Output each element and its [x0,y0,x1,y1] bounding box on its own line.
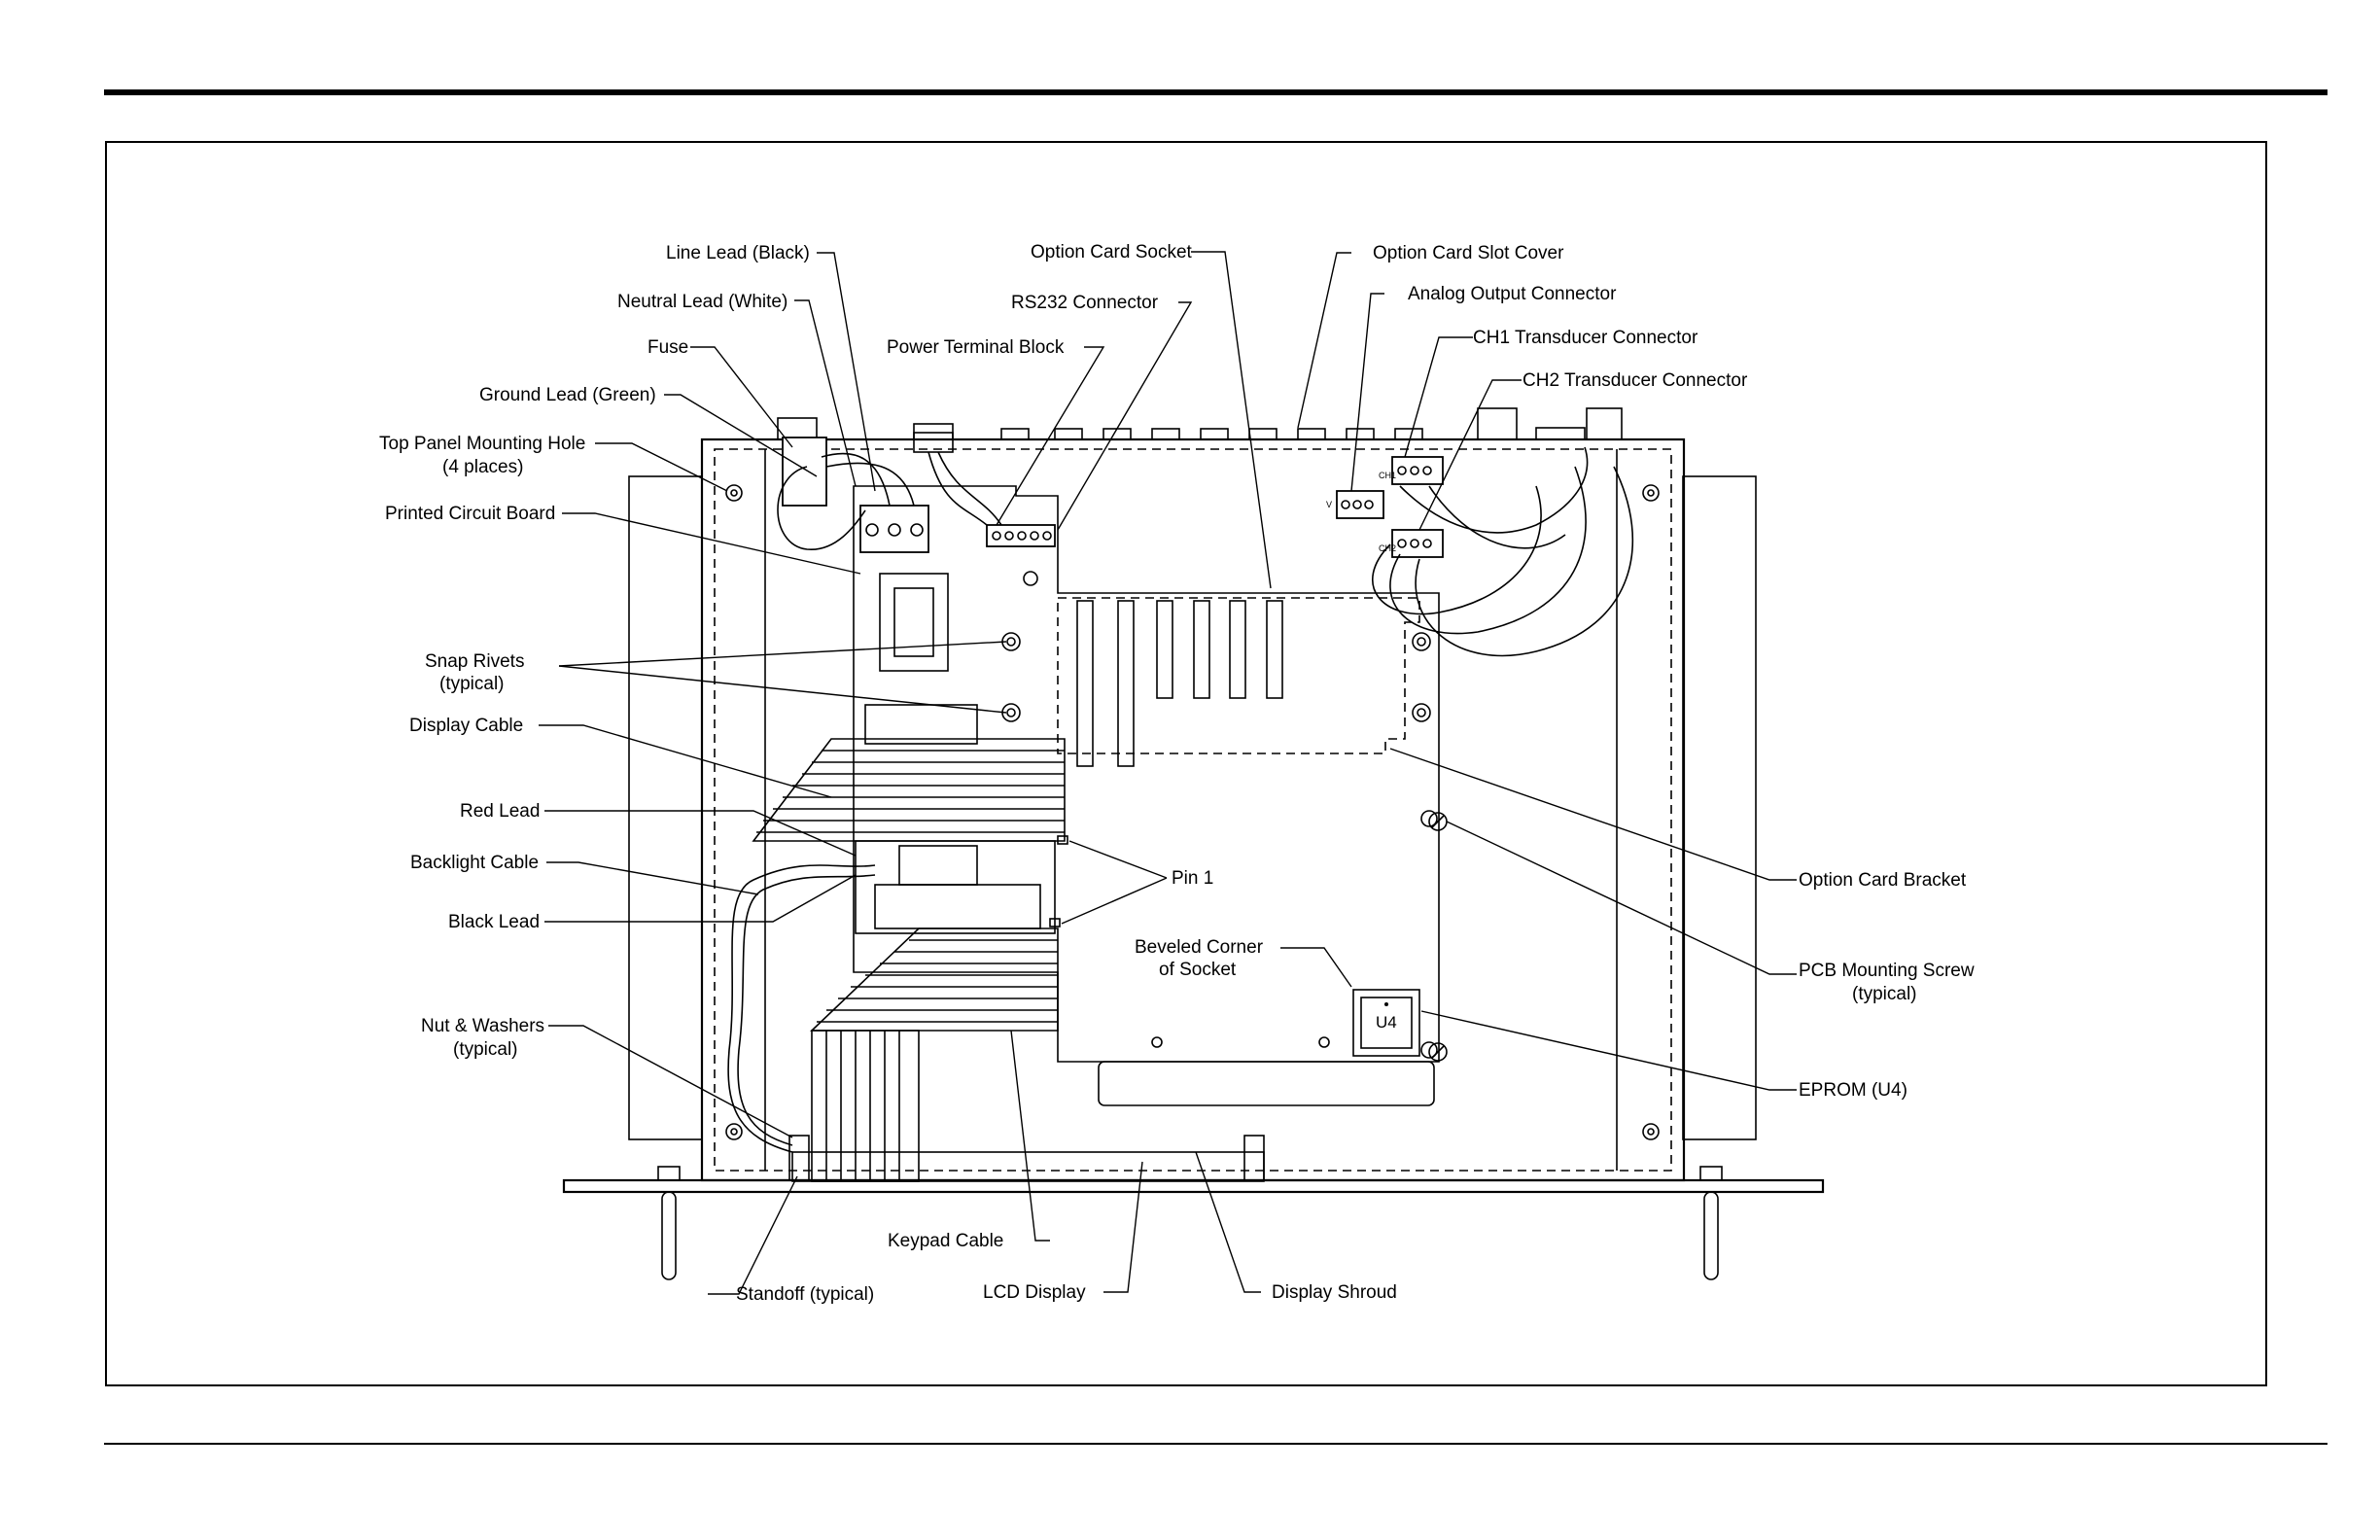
option-card-bracket [1057,597,1420,754]
label-standoff: Standoff (typical) [736,1284,874,1305]
right-side-bracket [1682,475,1757,1140]
ch1-transducer-connector [1391,456,1444,485]
ch2-transducer-connector [1391,529,1444,558]
header-rule [104,89,2328,95]
figure-frame [105,141,2267,1386]
label-eprom: EPROM (U4) [1799,1080,1908,1101]
u4-tag: U4 [1376,1013,1397,1032]
top-panel-mounting-holes [725,484,1660,1140]
label-pcb-mounting-screw: PCB Mounting Screw [1799,961,1975,981]
v-tag: V [1326,500,1332,509]
footer-rule [104,1443,2328,1445]
label-option-card-bracket: Option Card Bracket [1799,870,1967,891]
chassis [700,438,1686,1182]
label-nut-washers: Nut & Washers [421,1016,544,1036]
label-snap-rivets: Snap Rivets [425,651,524,672]
label-black-lead: Black Lead [448,912,540,932]
power-terminal-block [859,505,929,553]
ch1-tag: CH1 [1379,471,1396,480]
label-line-lead: Line Lead (Black) [666,243,810,263]
label-rs232: RS232 Connector [1011,293,1159,313]
label-red-lead: Red Lead [460,801,540,822]
label-backlight-cable: Backlight Cable [410,853,539,873]
label-fuse: Fuse [648,337,688,358]
label-nut-washers-typical: (typical) [453,1039,518,1060]
label-ch2-connector: CH2 Transducer Connector [1522,370,1748,391]
label-analog-output: Analog Output Connector [1408,284,1617,304]
leader-lines [539,251,1797,1295]
label-pcb-mounting-screw-typical: (typical) [1852,984,1917,1004]
label-pcb: Printed Circuit Board [385,504,555,524]
lcd-display [855,840,1056,934]
front-panel [562,1178,1825,1194]
label-beveled-corner-socket: of Socket [1159,960,1237,980]
printed-circuit-board [853,485,1440,1063]
label-pin-1: Pin 1 [1172,868,1213,889]
rear-connector-strip [777,407,1623,440]
option-card-sockets [1076,600,1283,767]
label-top-panel-hole: Top Panel Mounting Hole [379,434,585,454]
label-keypad-cable: Keypad Cable [888,1231,1003,1251]
label-ch1-connector: CH1 Transducer Connector [1473,328,1698,348]
label-snap-rivets-typical: (typical) [439,674,505,694]
label-display-cable: Display Cable [409,716,523,736]
display-cable [752,738,1066,842]
keypad-cable [810,928,1059,1182]
standoffs [788,1135,1265,1181]
pin-1-marker-keypad [1049,918,1061,928]
label-top-panel-hole-count: (4 places) [442,457,523,477]
rs232-connector [913,432,1056,547]
display-shroud [1098,1061,1435,1106]
transducer-cable-loops [1371,446,1634,657]
eprom-u4 [1352,989,1420,1057]
left-side-bracket [628,475,703,1140]
label-power-terminal: Power Terminal Block [887,337,1065,358]
label-option-slot-cover: Option Card Slot Cover [1373,243,1564,263]
pin-1-marker-display [1057,835,1068,845]
label-ground-lead: Ground Lead (Green) [479,385,656,405]
label-neutral-lead: Neutral Lead (White) [617,292,788,312]
label-display-shroud: Display Shroud [1272,1282,1397,1303]
pcb-mounting-screws [1428,812,1448,1062]
analog-output-connector [1336,490,1384,519]
snap-rivets [1001,632,1431,722]
power-leads [777,452,915,550]
front-panel-studs [657,1166,1723,1280]
label-option-card-socket: Option Card Socket [1031,242,1193,262]
label-beveled-corner: Beveled Corner [1135,937,1264,958]
fuse-holder [782,437,827,507]
label-lcd-display: LCD Display [983,1282,1086,1303]
